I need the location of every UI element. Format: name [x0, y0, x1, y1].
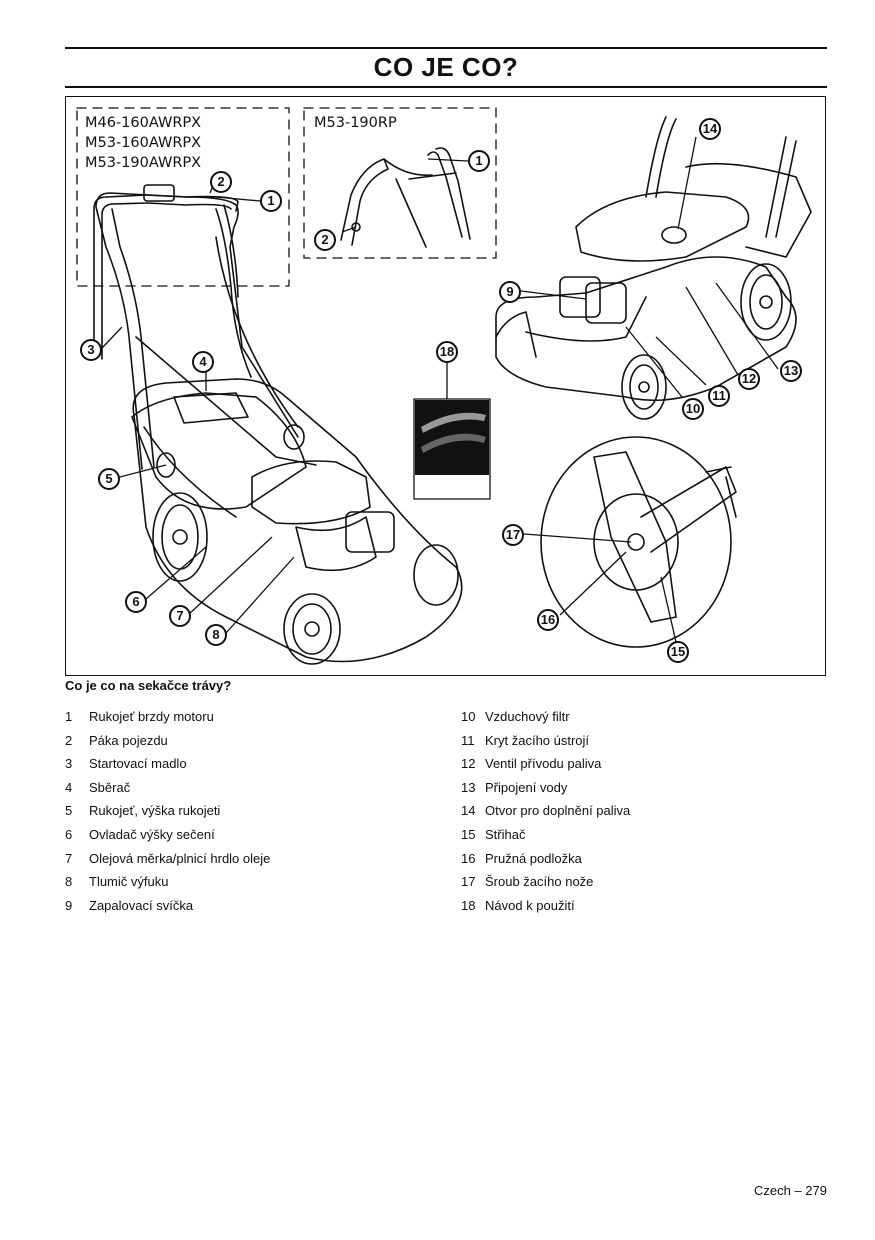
callout-8: 8: [205, 624, 227, 646]
models-left: M46-160AWRPX M53-160AWRPX M53-190AWRPX: [85, 113, 201, 173]
list-item: 13 Připojení vody: [461, 776, 630, 800]
callout-11: 11: [708, 385, 730, 407]
page-footer: Czech – 279: [754, 1183, 827, 1198]
list-item: 8 Tlumič výfuku: [65, 870, 270, 894]
page-title: CO JE CO?: [373, 52, 519, 82]
item-number: 17: [461, 874, 476, 890]
model-label: M53-190AWRPX: [85, 155, 202, 171]
item-number: 10: [461, 709, 476, 724]
list-item: 15 Střihač: [461, 823, 630, 847]
callout-3: 3: [80, 339, 102, 361]
item-label: Rukojeť brzdy motoru: [89, 709, 214, 724]
list-item: 18 Návod k použití: [461, 894, 630, 918]
model-right: M53-190RP: [314, 115, 397, 131]
callout-2: 2: [210, 171, 232, 193]
callout-17: 17: [502, 524, 524, 546]
list-item: 17 Šroub žacího nože: [461, 870, 630, 894]
item-label: Ventil přívodu paliva: [485, 756, 602, 772]
list-item: 10 Vzduchový filtr: [461, 705, 630, 729]
list-item: 5 Rukojeť, výška rukojeti: [65, 799, 270, 823]
callout-9: 9: [499, 281, 521, 303]
list-item: 1 Rukojeť brzdy motoru: [65, 705, 270, 729]
item-label: Návod k použití: [485, 897, 575, 913]
callout-6: 6: [125, 591, 147, 613]
detail-box-left: [76, 107, 290, 287]
callout-1: 1: [468, 150, 490, 172]
item-number: 1: [65, 709, 73, 724]
item-number: 2: [65, 732, 73, 748]
item-number: 13: [461, 779, 476, 795]
item-label: Zapalovací svíčka: [89, 897, 194, 913]
callout-5: 5: [98, 468, 120, 490]
item-number: 9: [65, 897, 73, 913]
item-label: Páka pojezdu: [89, 732, 168, 748]
callout-7: 7: [169, 605, 191, 627]
item-label: Vzduchový filtr: [485, 709, 570, 724]
list-item: 14 Otvor pro doplnění paliva: [461, 799, 630, 823]
list-item: 3 Startovací madlo: [65, 752, 270, 776]
top-rule: [65, 47, 827, 49]
callout-16: 16: [537, 609, 559, 631]
list-item: 16 Pružná podložka: [461, 847, 630, 871]
list-item: 2 Páka pojezdu: [65, 729, 270, 753]
item-label: Startovací madlo: [89, 756, 187, 772]
callout-2: 2: [314, 229, 336, 251]
item-label: Tlumič výfuku: [89, 874, 169, 890]
item-number: 16: [461, 850, 476, 866]
list-item: 11 Kryt žacího ústrojí: [461, 729, 630, 753]
item-label: Šroub žacího nože: [485, 874, 594, 890]
item-number: 18: [461, 897, 476, 913]
mower-illustration: M46-160AWRPX M53-160AWRPX M53-190AWRPX M…: [65, 96, 826, 676]
callout-10: 10: [682, 398, 704, 420]
list-item: 12 Ventil přívodu paliva: [461, 752, 630, 776]
item-label: Olejová měrka/plnicí hrdlo oleje: [89, 850, 271, 866]
callout-13: 13: [780, 360, 802, 382]
callout-15: 15: [667, 641, 689, 663]
item-number: 15: [461, 826, 476, 842]
item-label: Kryt žacího ústrojí: [485, 732, 590, 748]
item-label: Pružná podložka: [485, 850, 582, 866]
item-label: Otvor pro doplnění paliva: [485, 803, 631, 819]
item-number: 8: [65, 874, 73, 890]
parts-list-left: 1 Rukojeť brzdy motoru 2 Páka pojezdu 3 Sta…: [65, 705, 270, 917]
model-label: M53-160AWRPX: [85, 135, 202, 151]
item-number: 4: [65, 779, 73, 795]
callout-18: 18: [436, 341, 458, 363]
list-item: 9 Zapalovací svíčka: [65, 894, 270, 918]
list-item: 4 Sběrač: [65, 776, 270, 800]
callout-14: 14: [699, 118, 721, 140]
figure-caption: Co je co na sekačce trávy?: [65, 678, 232, 693]
item-label: Připojení vody: [485, 779, 568, 795]
item-label: Střihač: [485, 826, 526, 842]
list-item: 6 Ovladač výšky sečení: [65, 823, 270, 847]
item-number: 11: [461, 732, 475, 748]
detail-box-right: [303, 107, 497, 259]
callout-4: 4: [192, 351, 214, 373]
item-number: 14: [461, 803, 476, 819]
list-item: 7 Olejová měrka/plnicí hrdlo oleje: [65, 847, 270, 871]
item-label: Ovladač výšky sečení: [89, 826, 215, 842]
callout-1: 1: [260, 190, 282, 212]
item-number: 7: [65, 850, 73, 866]
mower-drawing: [76, 107, 812, 665]
item-label: Sběrač: [89, 779, 131, 795]
model-label: M46-160AWRPX: [85, 115, 202, 131]
item-number: 5: [65, 803, 73, 819]
item-number: 12: [461, 756, 476, 772]
title-rule: [65, 86, 827, 88]
item-number: 6: [65, 826, 73, 842]
item-label: Rukojeť, výška rukojeti: [89, 803, 221, 819]
callout-12: 12: [738, 368, 760, 390]
item-number: 3: [65, 756, 73, 772]
